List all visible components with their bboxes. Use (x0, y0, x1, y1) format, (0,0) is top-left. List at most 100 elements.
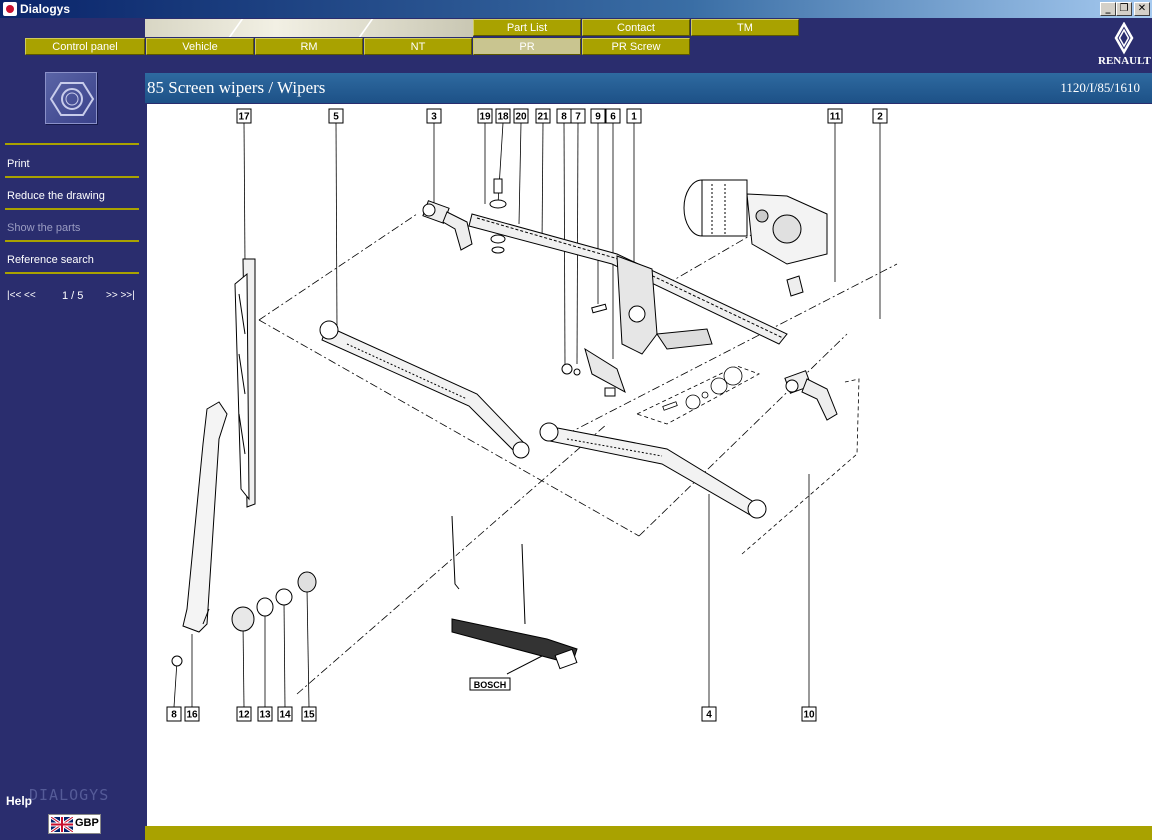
nav-pr-screw[interactable]: PR Screw (582, 38, 690, 55)
svg-text:15: 15 (303, 710, 315, 721)
leader-line (243, 122, 246, 265)
leader-line (283, 601, 286, 708)
close-button[interactable]: ✕ (1134, 2, 1150, 16)
svg-text:9: 9 (595, 112, 601, 123)
motor-clip[interactable] (786, 275, 804, 297)
sidebar-divider (5, 176, 139, 178)
renault-logo: RENAULT (1094, 21, 1152, 70)
sidebar: Print Reduce the drawing Show the parts … (0, 56, 145, 840)
leader-line (518, 122, 522, 225)
callout-label-bottom-7[interactable]: 10 (801, 706, 817, 722)
callout-label-top-1[interactable]: 5 (328, 108, 344, 124)
callout-label-bottom-4[interactable]: 14 (277, 706, 293, 722)
help-link[interactable]: Help (6, 794, 33, 808)
svg-text:8: 8 (171, 710, 177, 721)
hex-nut-icon (49, 82, 95, 116)
callout-label-bottom-5[interactable]: 15 (301, 706, 317, 722)
callout-label-bottom-2[interactable]: 12 (236, 706, 252, 722)
left-wiper-spindle[interactable] (422, 200, 473, 251)
sidebar-item-show-parts[interactable]: Show the parts (7, 222, 81, 234)
wiper-blade[interactable] (234, 258, 256, 508)
callout-label-top-3[interactable]: 19 (477, 108, 493, 124)
callout-label-top-4[interactable]: 18 (495, 108, 511, 124)
motor-outline (741, 378, 860, 555)
callout-label-bottom-3[interactable]: 13 (257, 706, 273, 722)
fixing-bolt-set[interactable] (489, 178, 507, 254)
restore-button[interactable]: ❐ (1116, 2, 1132, 16)
renault-diamond-icon (1114, 21, 1134, 55)
pager-first-prev[interactable]: |<< << (7, 290, 36, 301)
pager-page-indicator: 1 / 5 (62, 290, 84, 302)
leader-line (335, 122, 338, 330)
svg-text:16: 16 (186, 710, 198, 721)
svg-text:6: 6 (610, 112, 616, 123)
callout-label-top-5[interactable]: 20 (513, 108, 529, 124)
nav-rm[interactable]: RM (255, 38, 363, 55)
callout-label-top-13[interactable]: 2 (872, 108, 888, 124)
leader-line (541, 122, 544, 245)
nav-control-panel[interactable]: Control panel (25, 38, 145, 55)
status-bar (145, 826, 1152, 840)
window-title: Dialogys (20, 2, 71, 16)
callout-label-top-7[interactable]: 8 (556, 108, 572, 124)
sidebar-item-print[interactable]: Print (7, 158, 30, 170)
sidebar-divider (5, 272, 139, 274)
nav-tm[interactable]: TM (691, 19, 799, 36)
leader-line (173, 660, 178, 708)
nav-contact[interactable]: Contact (582, 19, 690, 36)
callout-label-bottom-0[interactable]: 8 (166, 706, 182, 722)
nav-decor-strip (145, 19, 473, 37)
title-bar: Dialogys _ ❐ ✕ (0, 0, 1152, 18)
minimize-button[interactable]: _ (1100, 2, 1116, 16)
callout-label-top-10[interactable]: 6 (605, 108, 621, 124)
svg-text:10: 10 (803, 710, 815, 721)
leader-line (242, 623, 245, 708)
connecting-rod-left[interactable] (319, 320, 530, 459)
callout-label-top-9[interactable]: 9 (590, 108, 606, 124)
arm-fastener-set[interactable] (231, 571, 317, 632)
callout-label-top-8[interactable]: 7 (570, 108, 586, 124)
nav-part-list[interactable]: Part List (473, 19, 581, 36)
wiper-arm[interactable] (171, 401, 228, 667)
sidebar-item-reduce-drawing[interactable]: Reduce the drawing (7, 190, 105, 202)
svg-text:5: 5 (333, 112, 339, 123)
svg-text:1: 1 (631, 112, 637, 123)
nav-vehicle[interactable]: Vehicle (146, 38, 254, 55)
part-category-icon[interactable] (45, 72, 97, 124)
svg-text:13: 13 (259, 710, 271, 721)
svg-text:7: 7 (575, 112, 581, 123)
bushing-clip-set[interactable] (561, 303, 626, 397)
connecting-rod-lower[interactable] (539, 422, 767, 519)
language-selector[interactable]: GBP (48, 814, 101, 834)
uk-flag-icon (51, 817, 73, 832)
bosch-variant-inset[interactable] (451, 515, 578, 675)
sidebar-divider (5, 240, 139, 242)
washer-set[interactable] (635, 365, 760, 425)
svg-text:19: 19 (479, 112, 491, 123)
sidebar-item-reference-search[interactable]: Reference search (7, 254, 94, 266)
pager-next-last[interactable]: >> >>| (106, 290, 135, 301)
sidebar-divider (5, 143, 139, 145)
sidebar-divider (5, 208, 139, 210)
callout-label-top-2[interactable]: 3 (426, 108, 442, 124)
callout-label-bottom-1[interactable]: 16 (184, 706, 200, 722)
page-header: 85 Screen wipers / Wipers 1120/I/85/1610 (145, 73, 1152, 103)
svg-text:4: 4 (706, 710, 712, 721)
callout-label-top-12[interactable]: 11 (827, 108, 843, 124)
svg-text:20: 20 (515, 112, 527, 123)
svg-text:8: 8 (561, 112, 567, 123)
wiper-linkage-frame[interactable] (468, 213, 788, 355)
nav-pr[interactable]: PR (473, 38, 581, 55)
callout-label-top-6[interactable]: 21 (535, 108, 551, 124)
wiper-motor[interactable] (683, 179, 828, 265)
callout-label-top-0[interactable]: 17 (236, 108, 252, 124)
right-wiper-spindle[interactable] (784, 370, 838, 421)
callout-label-bottom-6[interactable]: 4 (701, 706, 717, 722)
leader-line (306, 588, 310, 708)
callout-label-top-11[interactable]: 1 (626, 108, 642, 124)
nav-nt[interactable]: NT (364, 38, 472, 55)
svg-text:11: 11 (830, 112, 841, 123)
